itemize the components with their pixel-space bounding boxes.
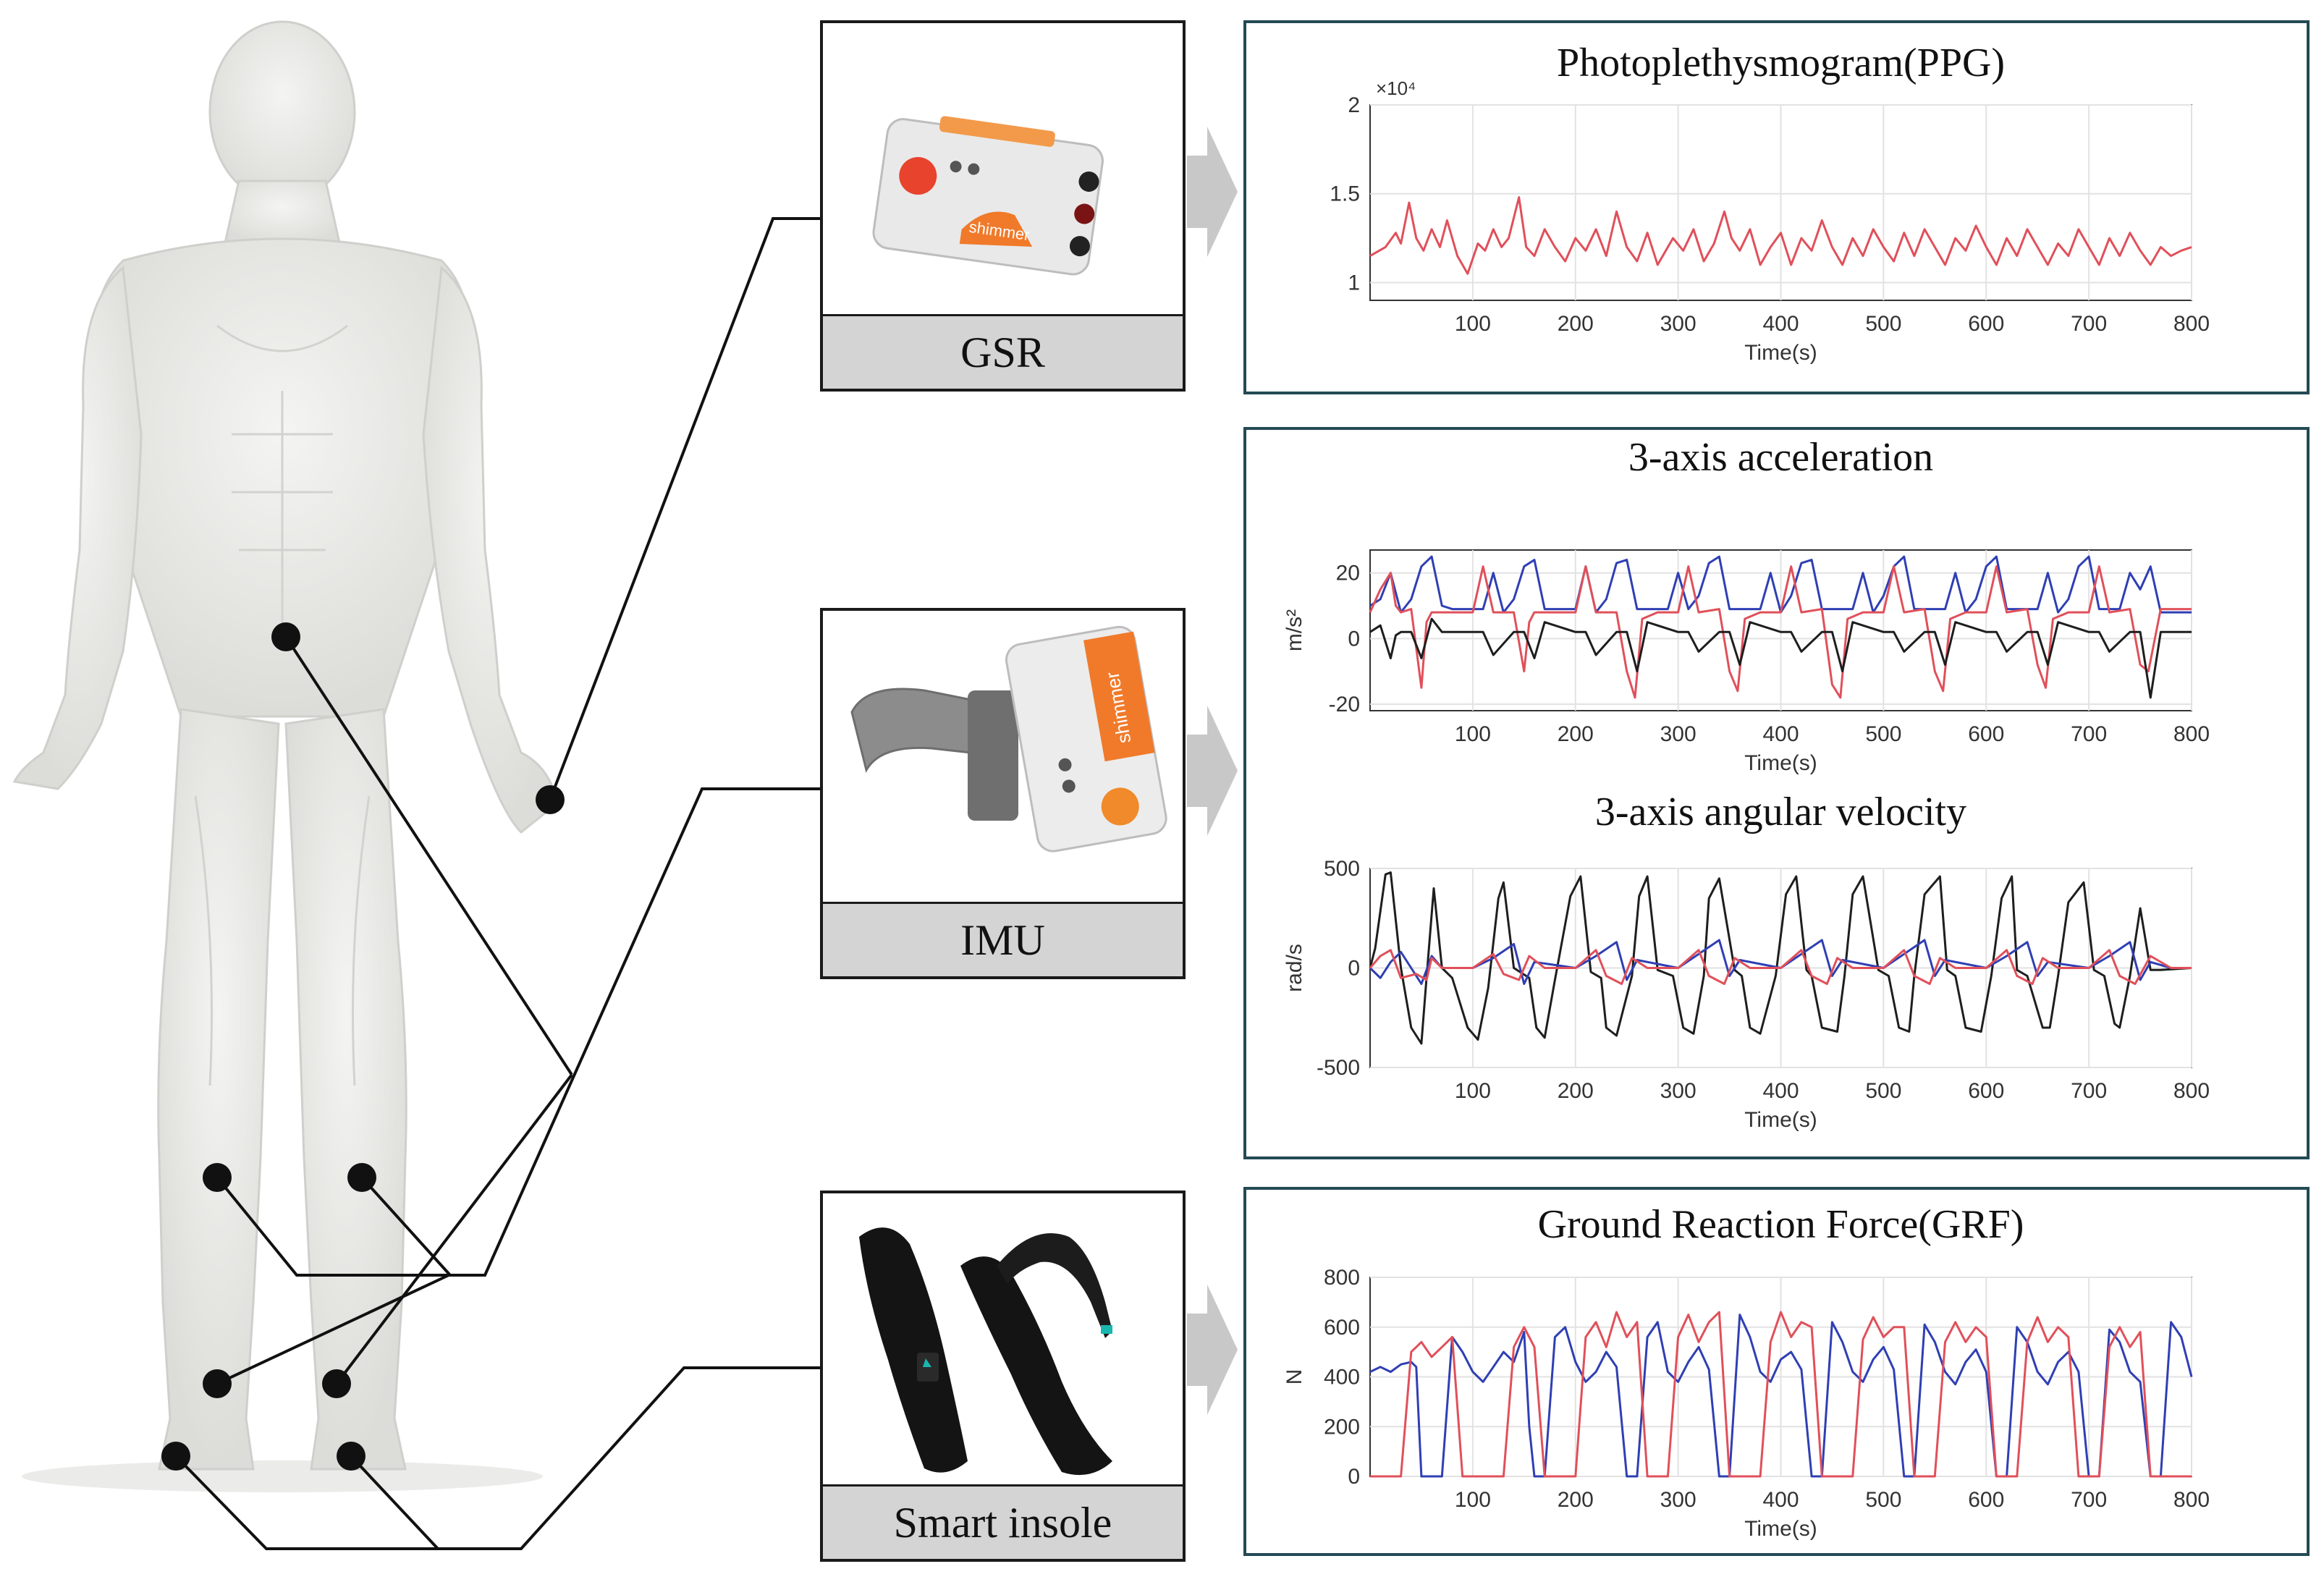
marker-right-ankle [322,1369,351,1398]
imu-label: IMU [823,904,1183,976]
sensor-markers [161,622,565,1471]
gsr-device-photo: shimmer [823,23,1183,317]
insole-label: Smart insole [823,1486,1183,1559]
shimmer-imu-device-icon: shimmer [850,625,1167,853]
smart-insole-icon [859,1227,1112,1476]
marker-abdomen [271,622,300,651]
panel-imu [1243,427,2310,1159]
flow-arrows [1187,127,1238,1415]
panel-ppg [1243,20,2310,394]
shimmer-gsr-device-icon: shimmer [872,116,1104,276]
marker-left-ankle [203,1369,232,1398]
device-box-imu: shimmer IMU [820,608,1186,979]
arrow-insole [1187,1285,1238,1415]
marker-right-knee [347,1163,376,1192]
marker-left-knee [203,1163,232,1192]
body-silhouette [12,20,559,1471]
marker-left-foot [161,1442,190,1471]
insole-device-photo [823,1193,1183,1487]
imu-device-photo: shimmer [823,611,1183,905]
panel-grf [1243,1187,2310,1556]
connector-lines [174,217,820,1550]
gsr-label: GSR [823,316,1183,389]
muscle-lines [194,324,371,1086]
marker-wrist [536,785,565,814]
arrow-gsr [1187,127,1238,257]
ground-shadow [22,1460,543,1492]
device-box-gsr: shimmer GSR [820,20,1186,392]
device-box-insole: Smart insole [820,1191,1186,1562]
marker-right-foot [337,1442,365,1471]
arrow-imu [1187,706,1238,836]
